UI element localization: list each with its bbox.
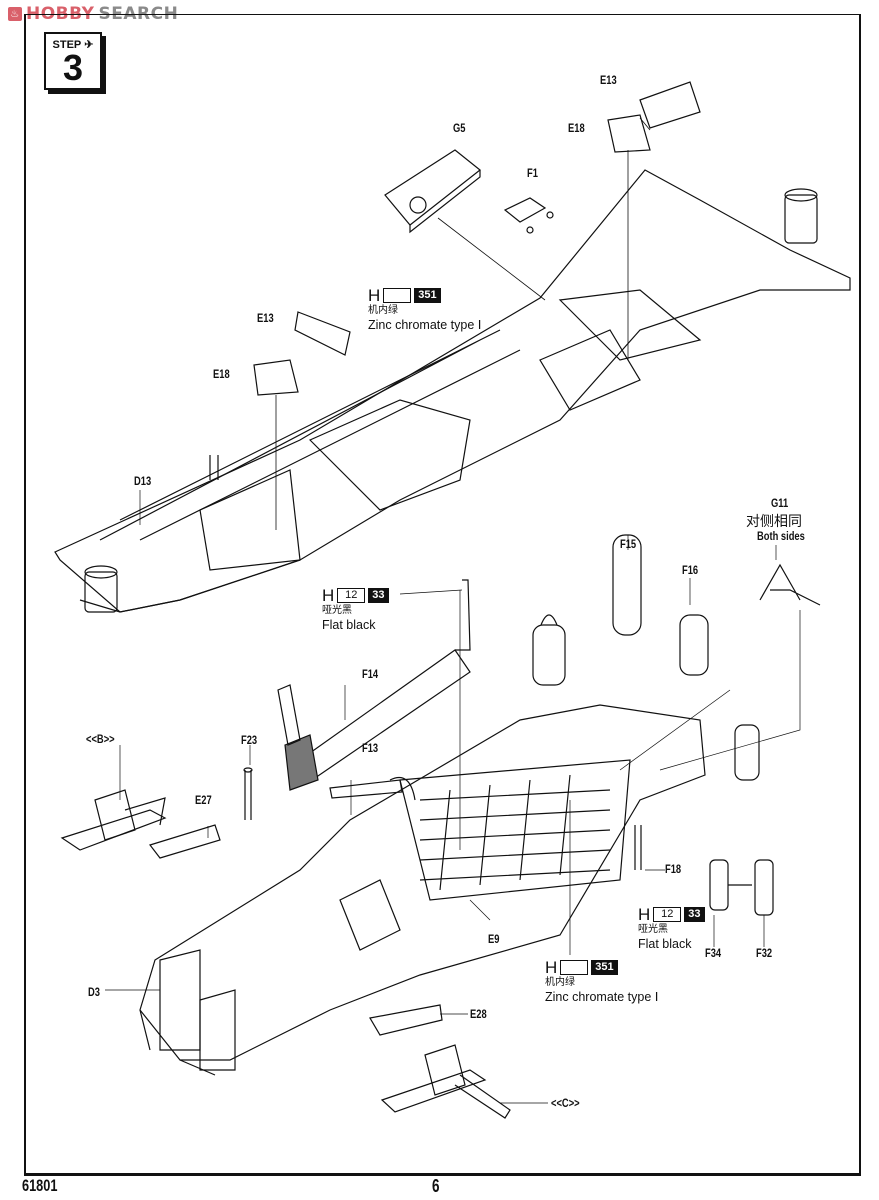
paint-code-black: 33 [684, 907, 705, 922]
label-f23: F23 [241, 733, 258, 747]
part-f14 [277, 579, 471, 791]
paint-code-white: 12 [337, 588, 366, 603]
paint-callout-zinc-chromate-upper: H 351 机内绿 Zinc chromate type Ⅰ [368, 287, 481, 332]
paint-code-white [560, 960, 589, 975]
paint-code-black: 351 [414, 288, 441, 303]
part-e28 [369, 1004, 443, 1036]
label-f13: F13 [362, 741, 379, 755]
label-g11-note-cn: 对侧相同 [746, 514, 802, 530]
step-number: 3 [62, 47, 84, 88]
paint-callout-zinc-chromate-lower: H 351 机内绿 Zinc chromate type Ⅰ [545, 959, 658, 1004]
label-f32: F32 [756, 946, 773, 960]
paint-code-white [383, 288, 412, 303]
step-badge: STEP ✈ 3 [44, 32, 102, 90]
label-e28: E28 [470, 1007, 487, 1021]
paint-code-black: 33 [368, 588, 389, 603]
label-f14: F14 [362, 667, 379, 681]
leader-lines [105, 490, 801, 1104]
label-d13: D13 [134, 474, 152, 488]
lower-floor-d3 [139, 704, 706, 1076]
jet-plane-icon: ✈ [84, 39, 94, 51]
paint-brand-prefix: H [545, 958, 558, 977]
part-f32-shape [754, 859, 774, 916]
flame-icon: ♨ [8, 7, 22, 21]
label-e18-top: E18 [568, 121, 585, 135]
label-e13-left: E13 [257, 311, 274, 325]
label-f34: F34 [705, 946, 722, 960]
parts-e13-e18-left [253, 311, 351, 530]
paint-name-en: Flat black [638, 937, 692, 951]
page-number: 6 [432, 1176, 440, 1196]
label-f18: F18 [665, 862, 682, 876]
label-g11: G11 [771, 496, 789, 510]
label-ref-c: <<C>> [551, 1096, 580, 1110]
label-e27: E27 [195, 793, 212, 807]
paint-name-cn: 哑光黑 [638, 924, 668, 935]
page-frame [24, 14, 861, 1176]
part-f13 [329, 776, 416, 801]
label-g5: G5 [453, 121, 466, 135]
column-left [84, 571, 118, 613]
paint-brand-prefix: H [638, 905, 651, 924]
label-e13-top: E13 [600, 73, 617, 87]
column-right [784, 194, 818, 244]
paint-name-en: Zinc chromate type Ⅰ [368, 318, 482, 332]
label-f16: F16 [682, 563, 699, 577]
paint-name-cn: 机内绿 [368, 305, 398, 316]
label-d3: D3 [88, 985, 100, 999]
paint-name-cn: 哑光黑 [322, 605, 352, 616]
label-g11-note-en: Both sides [757, 529, 805, 543]
paint-name-en: Zinc chromate type Ⅰ [545, 990, 659, 1004]
label-ref-b: <<B>> [86, 732, 115, 746]
label-f1: F1 [527, 166, 538, 180]
label-e18-left: E18 [213, 367, 230, 381]
kit-code: 61801 [22, 1176, 58, 1195]
panel-g5 [384, 149, 546, 301]
paint-name-cn: 机内绿 [545, 977, 575, 988]
paint-code-white: 12 [653, 907, 682, 922]
part-g11 [759, 563, 821, 606]
paint-brand-prefix: H [322, 586, 335, 605]
part-f1 [503, 197, 554, 234]
cockpit-floor-d13 [54, 169, 851, 613]
parts-e13-e18-top [607, 81, 701, 360]
part-f18 [634, 825, 642, 870]
paint-code-black: 351 [591, 960, 618, 975]
part-f34-shape [709, 859, 729, 911]
label-f15: F15 [620, 537, 637, 551]
part-e27 [148, 824, 221, 859]
label-e9: E9 [488, 932, 500, 946]
part-f23 [243, 767, 253, 820]
subassembly-b [60, 789, 167, 851]
oxygen-bottles [532, 534, 774, 916]
paint-brand-prefix: H [368, 286, 381, 305]
step-label: STEP [52, 38, 82, 51]
paint-name-en: Flat black [322, 618, 376, 632]
subassembly-c [380, 1044, 511, 1119]
